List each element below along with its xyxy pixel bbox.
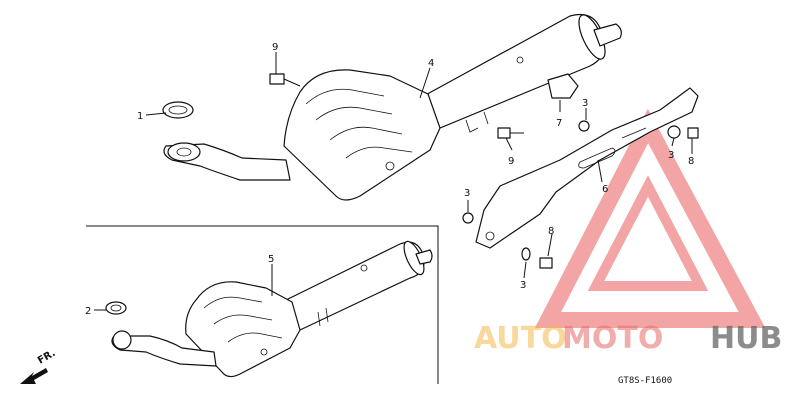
leader-lines — [94, 52, 693, 311]
nut-3-left — [462, 212, 474, 224]
watermark-text: AUTO MOTO HUB — [474, 321, 782, 356]
callout-2: 2 — [85, 306, 91, 317]
diagram-code: GT8S-F1600 — [618, 376, 672, 386]
bolt-8-bottom — [539, 257, 553, 269]
callout-9-middle: 9 — [508, 156, 514, 167]
callout-6: 6 — [602, 184, 608, 195]
bolt-9-upper — [269, 73, 301, 87]
inset-frame — [86, 225, 439, 384]
callout-5: 5 — [268, 254, 274, 265]
callout-3-bottom: 3 — [520, 280, 526, 291]
callout-7: 7 — [556, 118, 562, 129]
front-direction-arrow-icon: FR. — [20, 348, 58, 384]
callout-3-left: 3 — [464, 188, 470, 199]
callout-1: 1 — [137, 111, 143, 122]
gasket-1 — [162, 101, 194, 119]
watermark-logo-mark — [534, 108, 766, 328]
callout-3-upper: 3 — [582, 98, 588, 109]
watermark-part-1: AUTO — [474, 321, 567, 356]
nut-3-right — [667, 125, 681, 139]
gasket-2 — [105, 301, 127, 315]
muffler-upper — [163, 13, 622, 201]
rubber-7 — [547, 73, 579, 99]
callout-3-right: 3 — [668, 150, 674, 161]
callout-9-upper: 9 — [272, 42, 278, 53]
callout-8-right: 8 — [688, 156, 694, 167]
callout-4: 4 — [428, 58, 434, 69]
bolt-8-right — [687, 127, 699, 139]
nut-3-bottom — [521, 247, 531, 261]
protector-6 — [475, 87, 699, 249]
nut-3-upper — [578, 120, 590, 132]
callout-8-bottom: 8 — [548, 226, 554, 237]
muffler-lower — [111, 240, 433, 378]
direction-label: FR. — [36, 348, 58, 367]
watermark-part-3: HUB — [710, 321, 782, 356]
bolt-9-middle — [497, 127, 524, 139]
watermark-part-2: MOTO — [562, 321, 663, 356]
